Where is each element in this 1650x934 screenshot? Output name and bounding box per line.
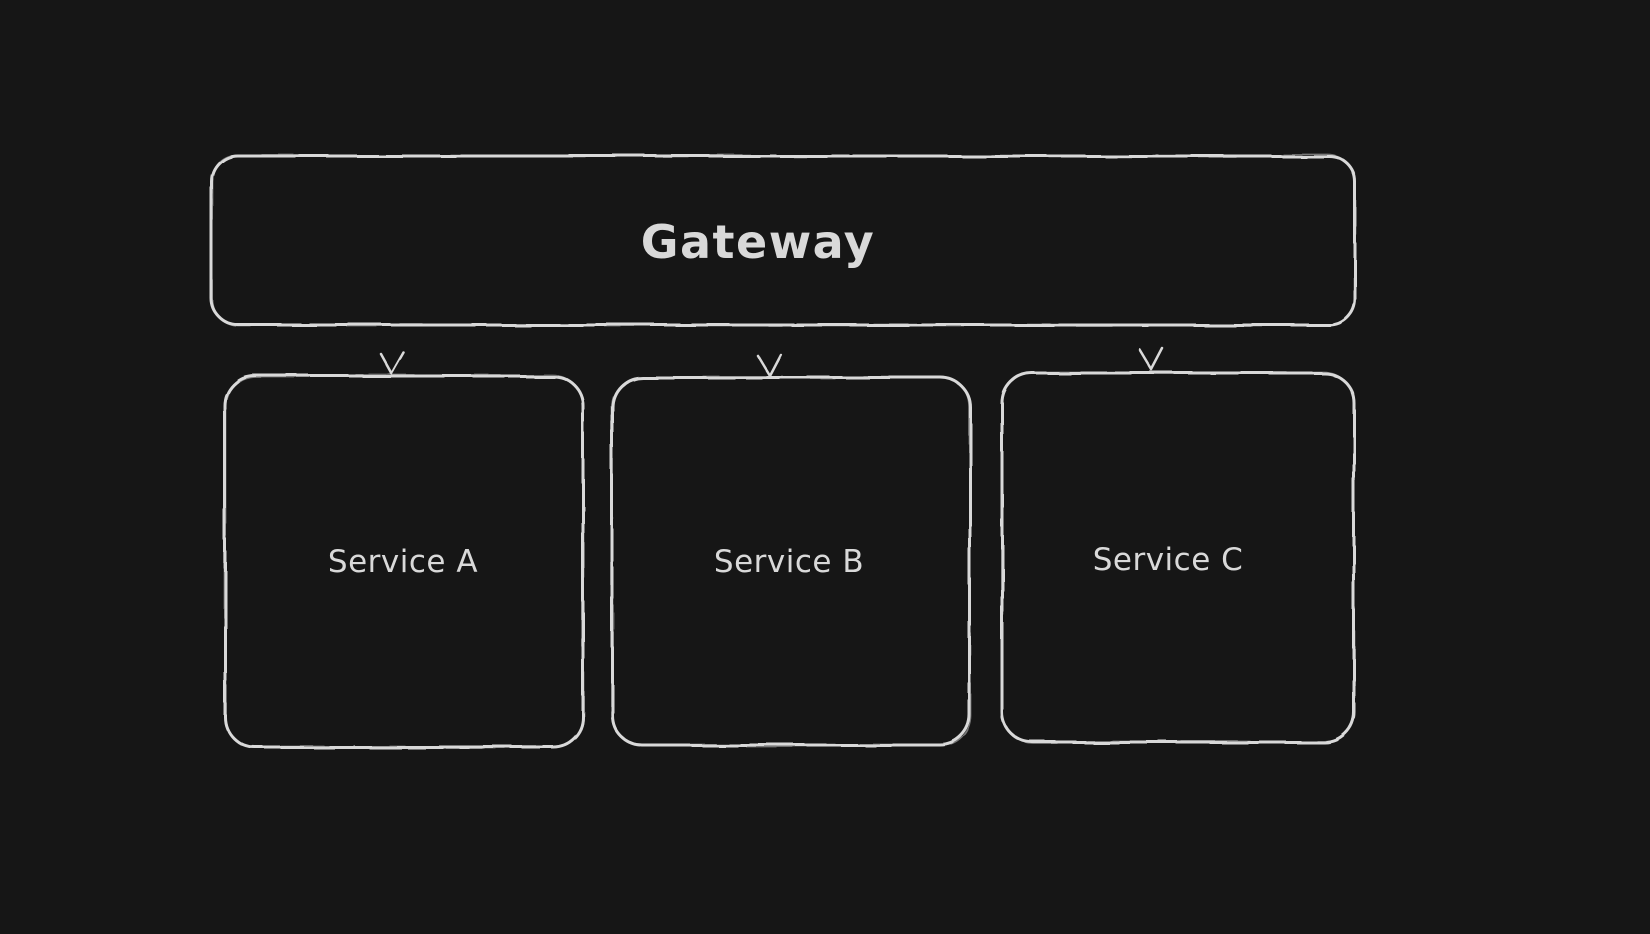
arrow-head-icon (378, 350, 405, 375)
gateway-box-overdraw (211, 155, 1356, 326)
edge-gateway-to-service-b[interactable] (756, 325, 783, 378)
service-b-node[interactable]: Service B (610, 375, 972, 747)
arrow-head-icon (1138, 347, 1165, 372)
gateway-label: Gateway (641, 215, 876, 269)
edge-gateway-to-service-a[interactable] (378, 325, 405, 375)
service-c-label: Service C (1093, 542, 1244, 578)
service-c-node[interactable]: Service C (1000, 371, 1356, 744)
service-b-box-overdraw (611, 376, 971, 746)
service-b-label: Service B (714, 544, 864, 580)
gateway-node[interactable]: Gateway (210, 154, 1357, 327)
service-a-box-overdraw (224, 375, 584, 748)
edge-gateway-to-service-c[interactable] (1138, 325, 1165, 372)
service-c-box-overdraw (1001, 372, 1355, 743)
service-a-node[interactable]: Service A (223, 374, 585, 749)
service-a-label: Service A (328, 544, 478, 580)
